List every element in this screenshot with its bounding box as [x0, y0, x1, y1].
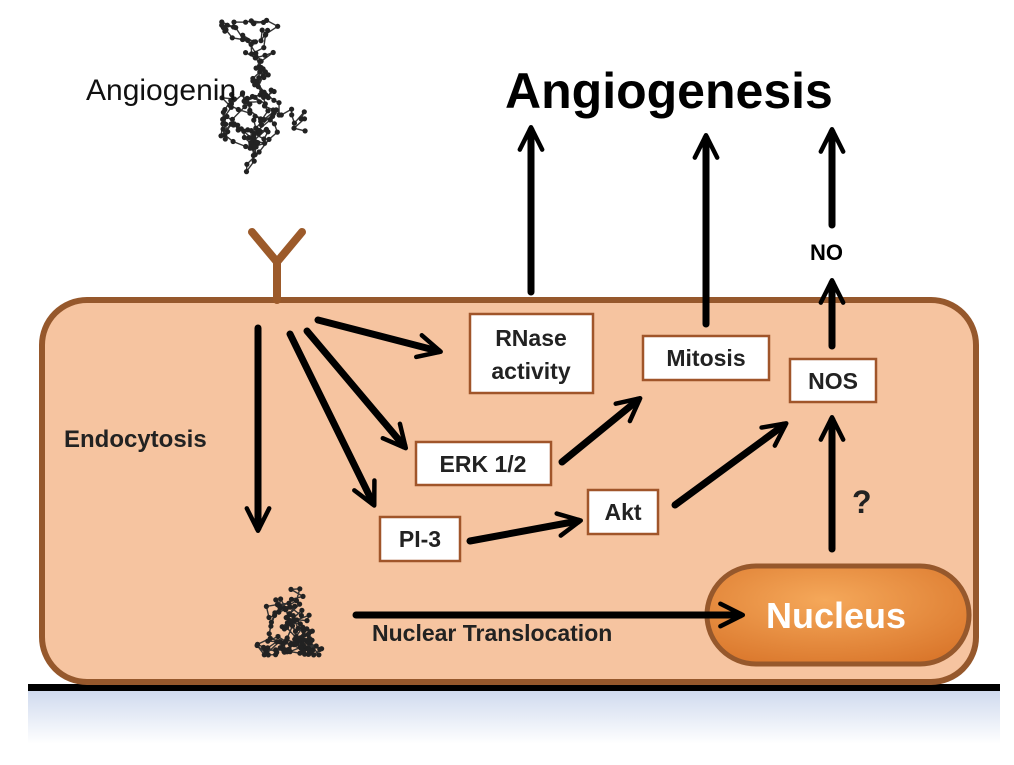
- pi3-label: PI-3: [399, 526, 441, 552]
- nuclear-translocation-label: Nuclear Translocation: [372, 620, 612, 646]
- endocytosis-label: Endocytosis: [64, 426, 207, 453]
- mitosis-box: Mitosis: [641, 334, 771, 382]
- nos-label: NOS: [808, 368, 858, 394]
- rnase-activity-box: RNase activity: [468, 312, 595, 395]
- arrow-receptor-to-rnase: [314, 316, 443, 360]
- arrow-erk-to-mitosis: [558, 395, 643, 466]
- rnase-label-line1: RNase: [495, 325, 567, 351]
- erk-box: ERK 1/2: [414, 440, 553, 487]
- nucleus: Nucleus: [704, 563, 972, 667]
- mitosis-label: Mitosis: [666, 345, 745, 371]
- angiogenin-label: Angiogenin: [86, 74, 236, 107]
- arrow-pi3-to-akt: [466, 511, 583, 545]
- substrate-line: [28, 684, 1000, 691]
- arrow-akt-to-nos: [671, 421, 789, 509]
- akt-box: Akt: [586, 488, 660, 536]
- arrow-receptor-to-pi3: [286, 330, 377, 508]
- nos-box: NOS: [788, 357, 878, 404]
- arrow-receptor-to-erk: [303, 327, 409, 451]
- no-label: NO: [810, 240, 843, 265]
- question-mark: ?: [852, 484, 872, 520]
- receptor-icon: [248, 228, 306, 304]
- substrate: [28, 684, 1000, 744]
- angiogenin-protein-icon: [218, 17, 308, 175]
- angiogenesis-title: Angiogenesis: [505, 63, 833, 119]
- nucleus-label: Nucleus: [766, 595, 906, 636]
- akt-label: Akt: [604, 499, 641, 525]
- erk-label: ERK 1/2: [440, 451, 527, 477]
- rnase-label-line2: activity: [491, 358, 570, 384]
- pi3-box: PI-3: [378, 515, 462, 563]
- internalized-angiogenin-icon: [254, 586, 325, 658]
